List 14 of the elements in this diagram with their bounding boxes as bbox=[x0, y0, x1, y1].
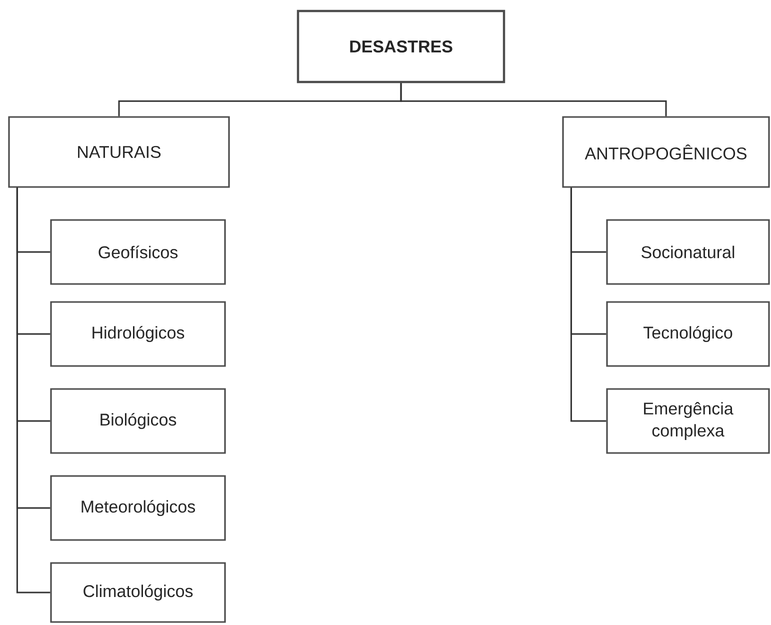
subcategory-box: Emergência complexa bbox=[606, 388, 770, 454]
connector-line bbox=[16, 188, 50, 594]
subcategory-box: Biológicos bbox=[50, 388, 226, 454]
subcategory-box: Geofísicos bbox=[50, 219, 226, 285]
subcategory-box: Tecnológico bbox=[606, 301, 770, 367]
subcategory-box: Socionatural bbox=[606, 219, 770, 285]
category-box: ANTROPOGÊNICOS bbox=[562, 116, 770, 188]
root-box: DESASTRES bbox=[296, 10, 506, 84]
connector-line bbox=[570, 188, 606, 422]
connector-line bbox=[400, 83, 667, 116]
category-box: NATURAIS bbox=[8, 116, 230, 188]
subcategory-box: Climatológicos bbox=[50, 562, 226, 623]
subcategory-box: Meteorológicos bbox=[50, 475, 226, 541]
subcategory-box: Hidrológicos bbox=[50, 301, 226, 367]
